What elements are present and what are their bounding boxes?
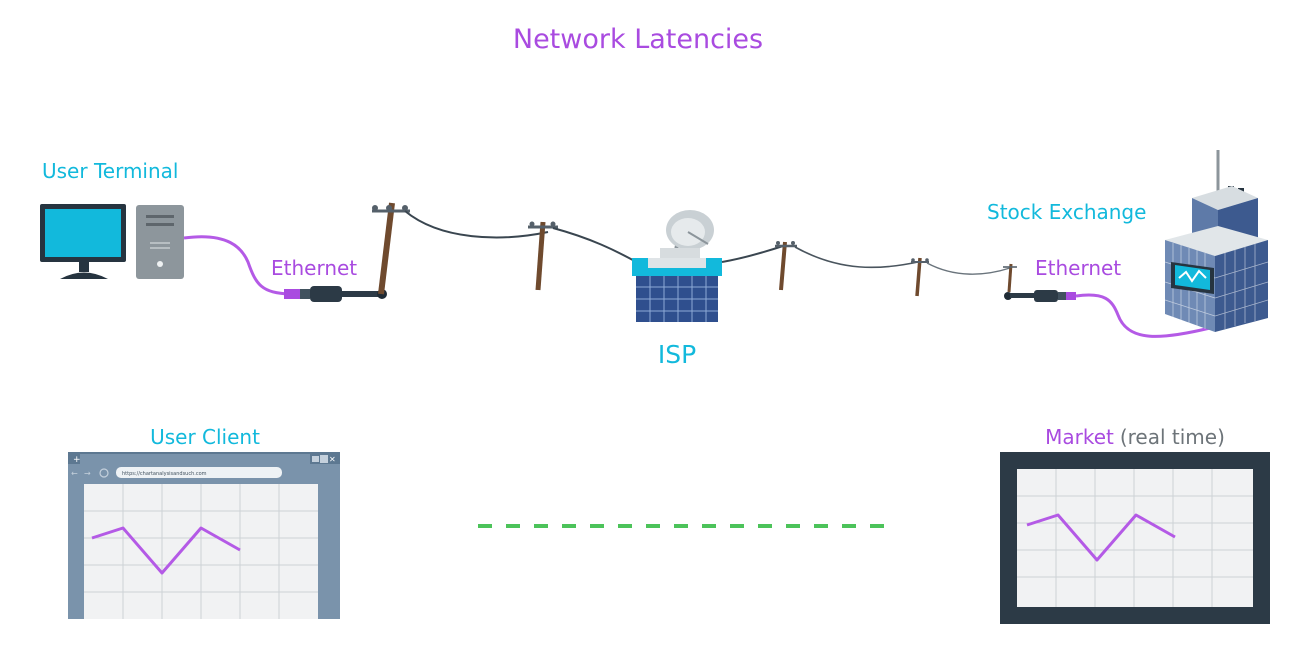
power-wire-1 (404, 210, 549, 239)
power-wire-2 (552, 227, 641, 265)
window-minimize-icon (312, 456, 319, 462)
address-bar (116, 467, 282, 478)
market-label-suffix: (real time) (1120, 425, 1225, 449)
utility-pole-4 (911, 257, 929, 297)
utility-pole-5 (1003, 263, 1017, 293)
ethernet-cable-right (1075, 293, 1211, 338)
power-wire-3 (721, 244, 787, 263)
power-wire-4 (794, 246, 919, 269)
isp-building-icon (632, 210, 722, 322)
market-label: Market(real time) (1045, 425, 1225, 449)
monitor-icon (40, 204, 126, 279)
computer-tower-icon (136, 205, 184, 279)
reload-icon (99, 468, 109, 478)
stock-exchange-label: Stock Exchange (987, 200, 1146, 224)
window-maximize-icon (320, 455, 328, 463)
market-monitor (1000, 452, 1270, 624)
market-label-main: Market (1045, 425, 1114, 449)
new-tab-icon: + (73, 455, 81, 465)
power-wire-5 (926, 262, 1011, 275)
utility-pole-2 (528, 221, 558, 291)
ethernet-label-right: Ethernet (1035, 256, 1121, 280)
ethernet-connector-right (1004, 290, 1076, 302)
diagram-title: Network Latencies (513, 24, 763, 55)
user-terminal-label: User Terminal (42, 159, 178, 183)
stock-exchange-building-icon (1164, 150, 1269, 332)
user-client-label: User Client (150, 425, 260, 449)
market-price-line (1026, 513, 1176, 562)
back-arrow-icon: ← (71, 469, 78, 478)
utility-pole-3 (775, 241, 797, 291)
browser-window: + ✕ ← → https://chartanalysisandsuch.com (68, 452, 340, 619)
ethernet-label-left: Ethernet (271, 256, 357, 280)
address-bar-url: https://chartanalysisandsuch.com (122, 471, 207, 477)
forward-arrow-icon: → (84, 469, 91, 478)
isp-label: ISP (658, 340, 696, 369)
window-close-icon: ✕ (329, 455, 336, 464)
client-price-line (91, 526, 241, 575)
utility-pole-1 (372, 202, 410, 295)
ethernet-cable-left (183, 235, 291, 296)
ethernet-connector-left (284, 286, 387, 302)
